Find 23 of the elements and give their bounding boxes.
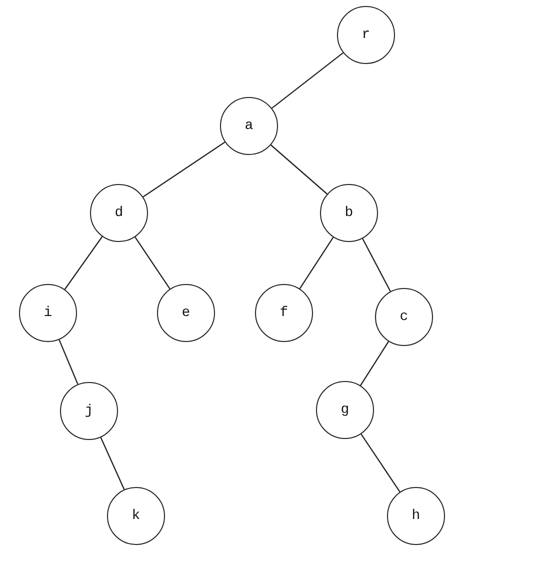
tree-edge	[299, 236, 334, 290]
tree-node-circle: h	[387, 487, 445, 545]
tree-node-circle: k	[107, 487, 165, 545]
tree-edge	[270, 144, 328, 194]
tree-edge	[142, 142, 226, 198]
tree-node-circle: d	[90, 184, 148, 242]
tree-edge	[100, 437, 125, 490]
tree-edge	[362, 238, 391, 292]
tree-edge	[64, 236, 103, 290]
tree-edge	[272, 52, 344, 109]
tree-edge	[134, 236, 170, 290]
tree-edge	[58, 340, 78, 384]
tree-node-circle: r	[337, 6, 395, 64]
tree-node-circle: b	[320, 184, 378, 242]
tree-node-circle: e	[157, 284, 215, 342]
tree-node-circle: f	[255, 284, 313, 342]
tree-node-circle: g	[316, 381, 374, 439]
tree-node-circle: j	[60, 382, 118, 440]
tree-edge	[360, 341, 389, 386]
tree-node-circle: c	[375, 288, 433, 346]
tree-edge	[360, 434, 400, 492]
tree-node-circle: a	[220, 97, 278, 155]
tree-node-circle: i	[19, 284, 77, 342]
